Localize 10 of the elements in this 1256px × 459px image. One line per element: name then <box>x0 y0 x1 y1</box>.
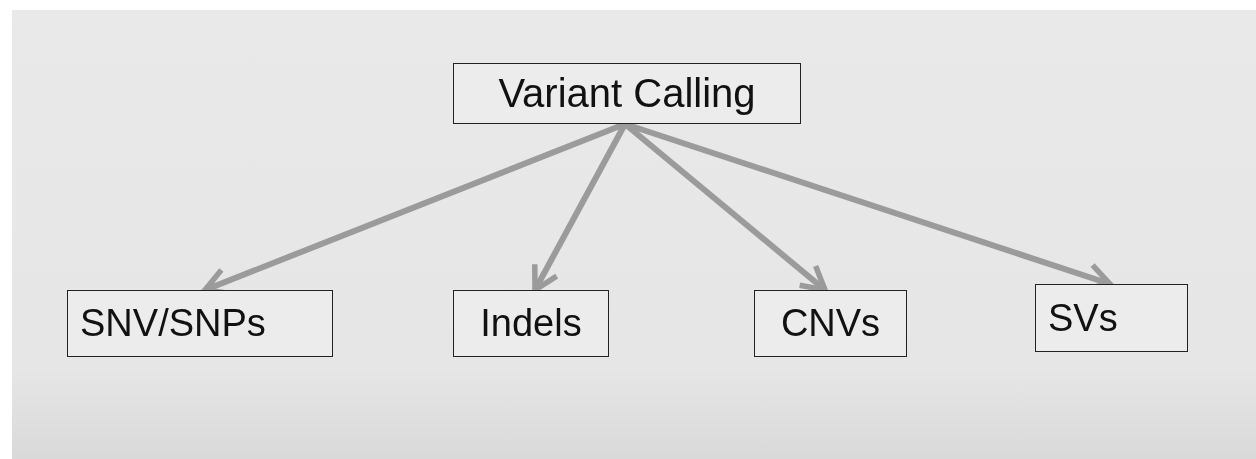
category-box <box>453 63 801 124</box>
category-box <box>754 290 907 357</box>
category-box <box>453 290 609 357</box>
box-label: CNVs <box>780 302 881 345</box>
box-label: Indels <box>480 302 582 345</box>
box-label: SVs <box>1048 296 1118 340</box>
box-label: SNV/SNPs <box>80 302 266 345</box>
category-box <box>1035 284 1188 352</box>
box-label: Variant Calling <box>498 71 756 116</box>
category-box <box>67 290 333 357</box>
